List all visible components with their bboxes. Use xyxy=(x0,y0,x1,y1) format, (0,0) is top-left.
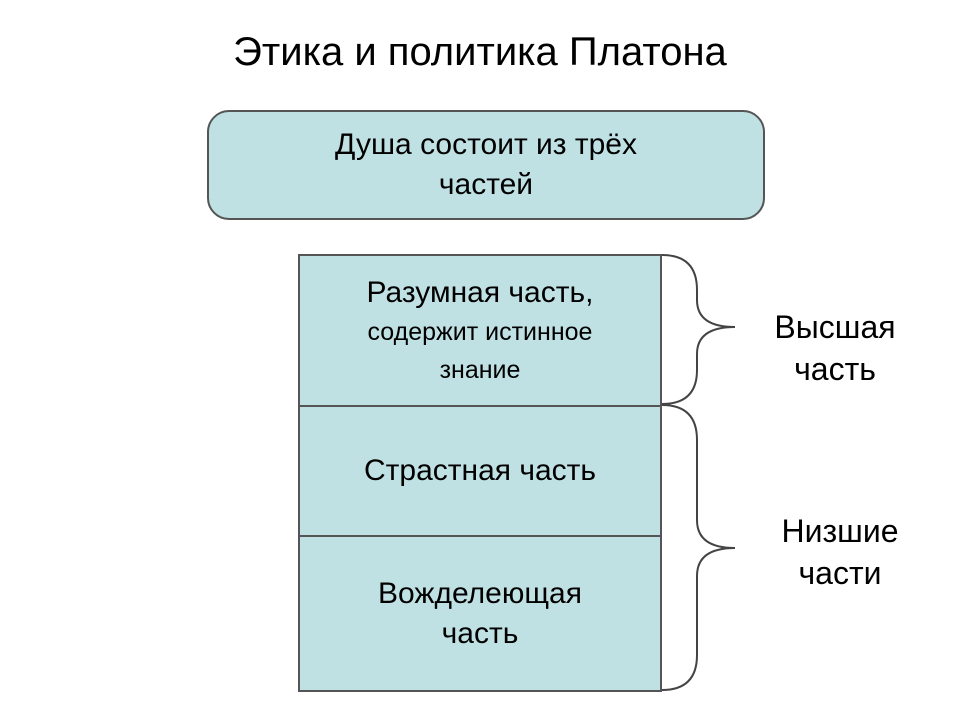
desiring-part-box: Вожделеющая часть xyxy=(300,537,660,690)
lower-parts-label: Низшие части xyxy=(781,513,899,591)
soul-box-text: Душа состоит из трёх частей xyxy=(335,128,637,201)
rational-part-description: содержит истинное знание xyxy=(367,317,593,384)
soul-box: Душа состоит из трёх частей xyxy=(207,110,765,220)
rational-part-title: Разумная часть, xyxy=(366,275,594,309)
higher-brace xyxy=(661,254,736,405)
lower-brace xyxy=(661,404,736,691)
rational-part-box: Разумная часть, содержит истинное знание xyxy=(300,256,660,407)
passionate-part-box: Страстная часть xyxy=(300,407,660,537)
higher-part-label: Высшая часть xyxy=(774,309,896,387)
desiring-part-title: Вожделеющая часть xyxy=(378,576,582,650)
soul-parts-column: Разумная часть, содержит истинное знание… xyxy=(298,254,662,692)
page-title: Этика и политика Платона xyxy=(233,30,727,74)
passionate-part-title: Страстная часть xyxy=(363,454,597,487)
